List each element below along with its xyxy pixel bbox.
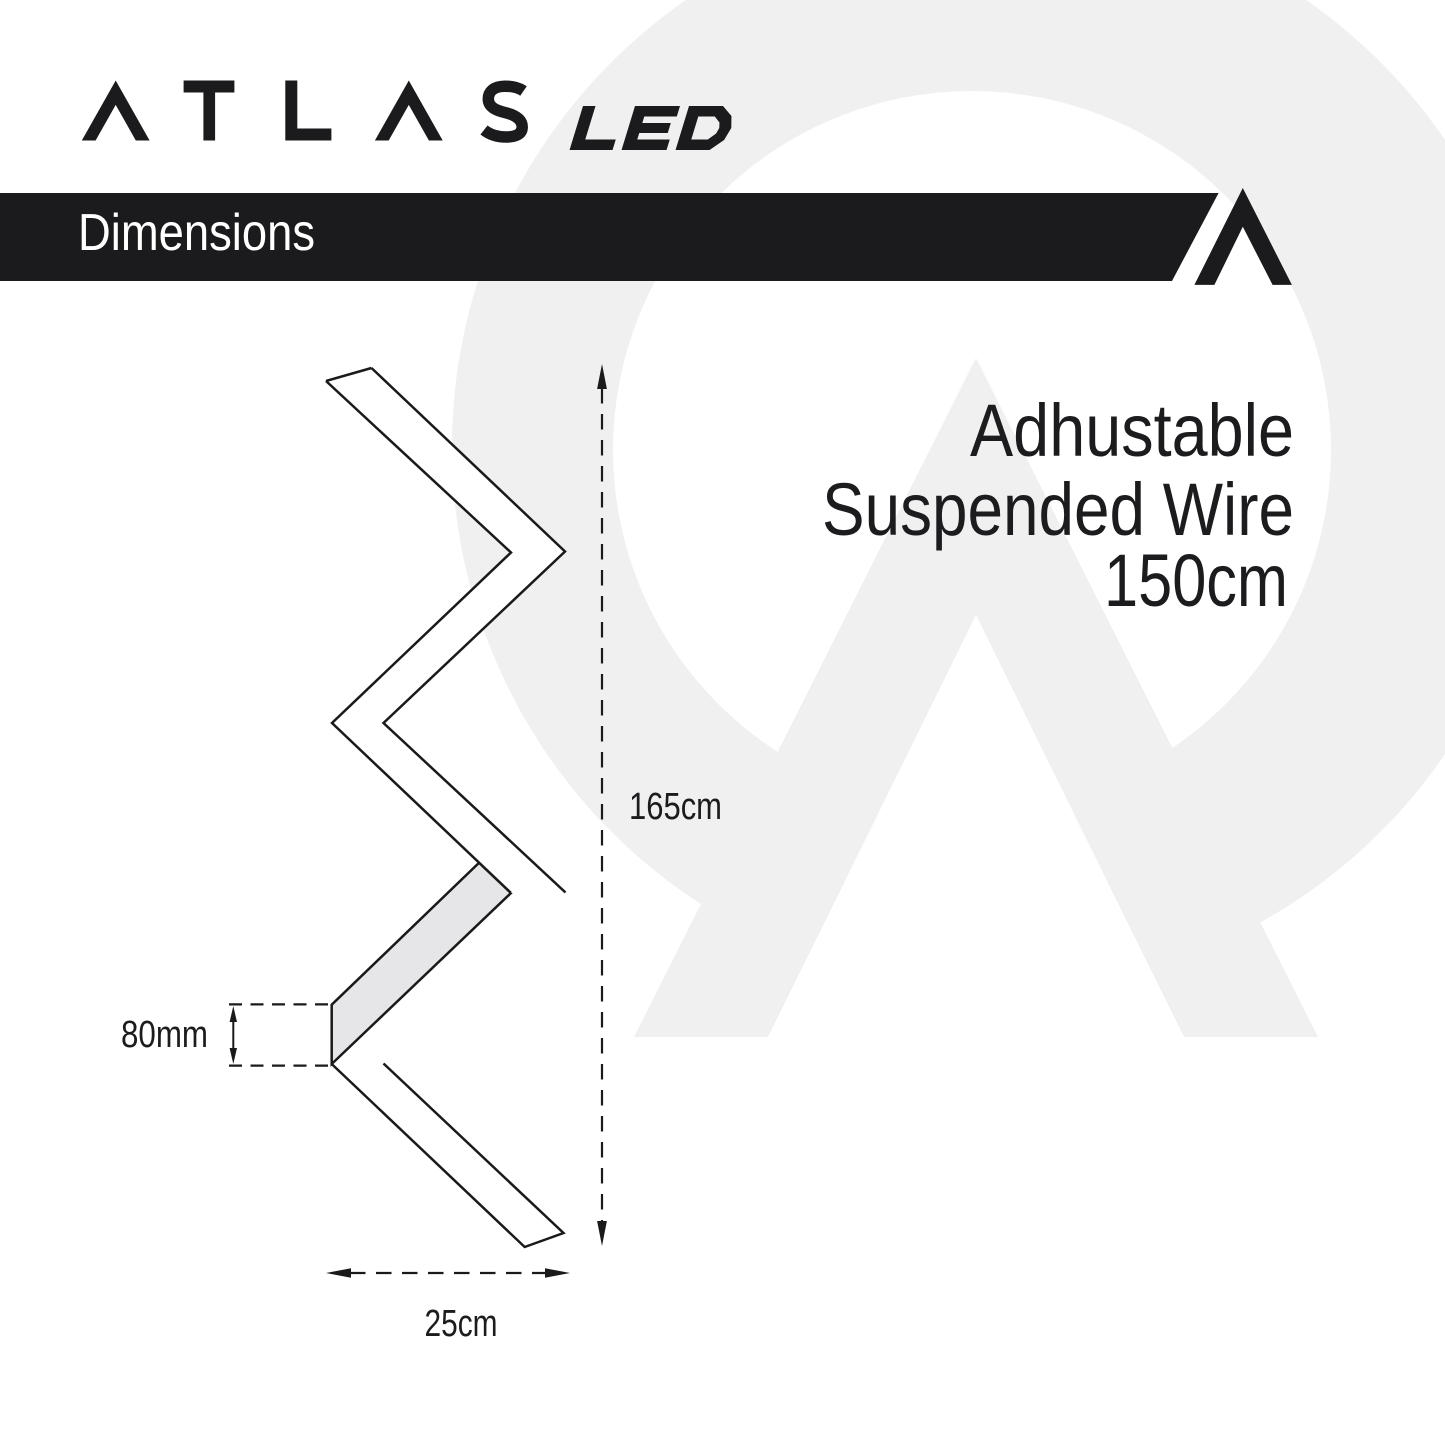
height-arrow-down-icon [597, 1221, 607, 1246]
letter-l [285, 80, 332, 141]
description-line-1: Adhustable [970, 389, 1294, 472]
letter-a2 [374, 80, 443, 141]
led-letter-d [675, 106, 732, 150]
product-drawing [325, 366, 567, 1249]
width-arrow-left-icon [326, 1268, 351, 1278]
dimension-annotations: 165cm 25cm 80mm [121, 364, 722, 1345]
banner-bar [0, 193, 1219, 281]
description-line-2: Suspended Wire [822, 468, 1294, 551]
description-line-3: 150cm [1104, 539, 1288, 622]
letter-a1 [81, 80, 150, 141]
height-label: 165cm [629, 786, 722, 828]
led-letter-l [569, 106, 616, 150]
drawing-ribbon-edge-upper [370, 367, 567, 894]
drawing-ribbon-fill [326, 368, 566, 893]
drawing-ribbon-edge-lower [325, 380, 513, 894]
drawing-top-end-cap [325, 366, 372, 383]
depth-dimension: 80mm [121, 1003, 332, 1067]
drawing-shaded-face [330, 860, 513, 1067]
drawing-bottom-segment-outline [330, 1062, 566, 1249]
description-block: Adhustable Suspended Wire 150cm [822, 389, 1294, 622]
banner-caret-logo [1194, 188, 1292, 285]
letter-t [183, 80, 235, 141]
section-banner: Dimensions [0, 188, 1292, 285]
watermark-atlas-logo [452, 0, 1445, 1037]
depth-arrow-up-icon [229, 1006, 237, 1022]
depth-label: 80mm [121, 1014, 208, 1056]
width-dimension: 25cm [326, 1268, 570, 1345]
width-arrow-right-icon [545, 1268, 570, 1278]
brand-logo [81, 80, 732, 150]
watermark-a-caret [634, 358, 1318, 1037]
letter-s [480, 80, 528, 143]
banner-title: Dimensions [78, 204, 315, 262]
atlas-wordmark [81, 80, 528, 143]
watermark-a-notch [768, 615, 1184, 1037]
watermark-ring [452, 0, 1445, 991]
width-label: 25cm [425, 1303, 498, 1345]
height-arrow-up-icon [597, 364, 607, 389]
led-submark [569, 106, 732, 150]
led-letter-e [621, 106, 680, 150]
height-dimension: 165cm [597, 364, 722, 1246]
depth-arrow-down-icon [229, 1048, 237, 1064]
drawing-bottom-segment-fill [331, 1063, 564, 1247]
